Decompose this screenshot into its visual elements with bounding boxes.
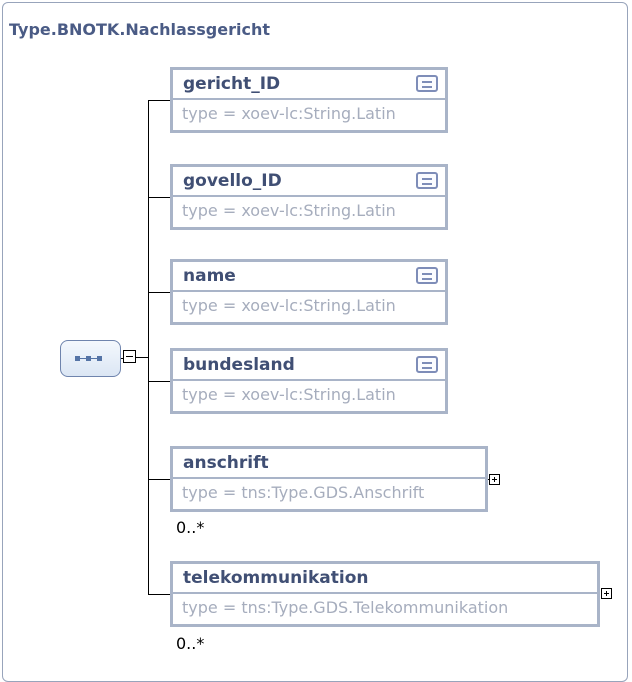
sequence-link-line — [80, 358, 86, 359]
documentation-icon[interactable] — [416, 267, 438, 284]
element-name[interactable]: name type = xoev-lc:String.Latin — [170, 259, 448, 325]
element-telekommunikation[interactable]: telekommunikation type = tns:Type.GDS.Te… — [170, 561, 600, 627]
element-bundesland[interactable]: bundesland type = xoev-lc:String.Latin — [170, 348, 448, 414]
documentation-icon[interactable] — [416, 172, 438, 189]
element-govello-id[interactable]: govello_ID type = xoev-lc:String.Latin — [170, 164, 448, 230]
connector-line — [136, 357, 149, 358]
cardinality: 0..* — [176, 634, 205, 653]
element-header: name — [173, 262, 445, 292]
element-name: telekommunikation — [183, 568, 369, 588]
connector-trunk-line — [148, 100, 149, 595]
documentation-icon[interactable] — [416, 356, 438, 373]
element-type: type = xoev-lc:String.Latin — [182, 385, 396, 404]
cardinality: 0..* — [176, 518, 205, 537]
element-name: gericht_ID — [183, 74, 281, 94]
collapse-minus-icon[interactable] — [123, 350, 136, 363]
sequence-compositor-icon[interactable] — [60, 340, 121, 377]
element-name: name — [183, 266, 236, 286]
sequence-link-line — [91, 358, 97, 359]
element-type: type = xoev-lc:String.Latin — [182, 296, 396, 315]
sequence-dot-icon — [75, 356, 80, 361]
sequence-dot-icon — [86, 356, 91, 361]
connector-line — [121, 358, 123, 359]
sequence-dot-icon — [97, 356, 102, 361]
expand-plus-icon[interactable] — [601, 588, 612, 599]
element-header: govello_ID — [173, 167, 445, 197]
branch-line — [148, 100, 170, 101]
element-name: bundesland — [183, 355, 295, 375]
element-type: type = tns:Type.GDS.Anschrift — [182, 483, 425, 502]
element-gericht-id[interactable]: gericht_ID type = xoev-lc:String.Latin — [170, 67, 448, 133]
branch-line — [148, 594, 170, 595]
branch-line — [148, 381, 170, 382]
branch-line — [148, 479, 170, 480]
element-type: type = xoev-lc:String.Latin — [182, 104, 396, 123]
type-title: Type.BNOTK.Nachlassgericht — [9, 20, 270, 39]
element-header: telekommunikation — [173, 564, 597, 594]
element-header: bundesland — [173, 351, 445, 381]
expand-plus-icon[interactable] — [489, 474, 500, 485]
branch-line — [148, 292, 170, 293]
element-type: type = xoev-lc:String.Latin — [182, 201, 396, 220]
element-header: anschrift — [173, 449, 485, 479]
branch-line — [148, 197, 170, 198]
element-name: govello_ID — [183, 171, 282, 191]
element-type: type = tns:Type.GDS.Telekommunikation — [182, 598, 509, 617]
element-header: gericht_ID — [173, 70, 445, 100]
element-name: anschrift — [183, 453, 269, 473]
documentation-icon[interactable] — [416, 75, 438, 92]
element-anschrift[interactable]: anschrift type = tns:Type.GDS.Anschrift — [170, 446, 488, 512]
